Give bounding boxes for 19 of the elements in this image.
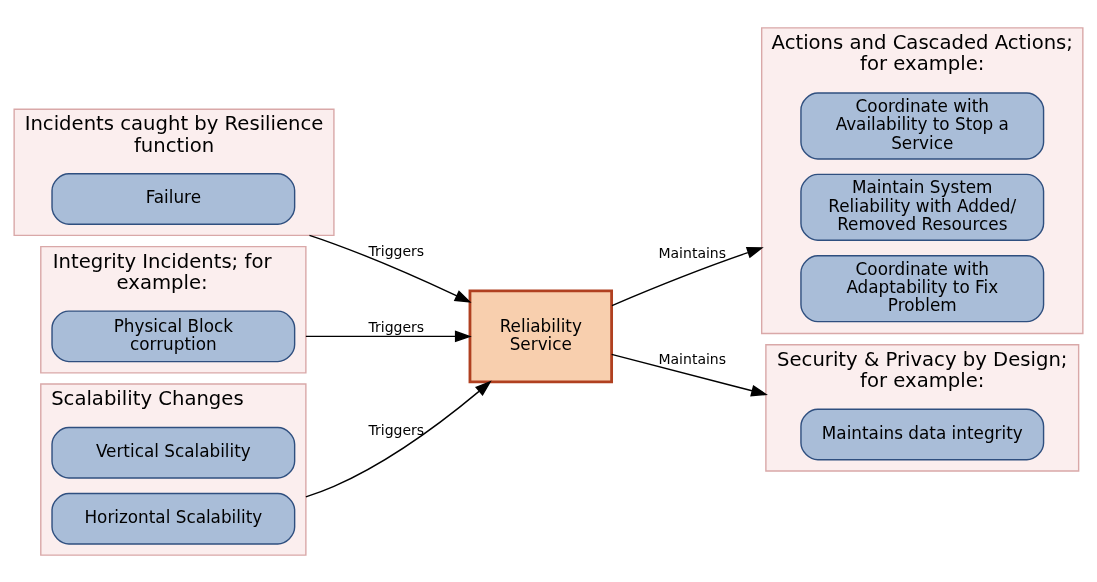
node-box: Coordinate with Availability to Stop a Service	[800, 91, 1045, 160]
node-box: Coordinate with Adaptability to Fix Problem	[800, 254, 1045, 322]
edge-label: Triggers	[368, 421, 425, 438]
edge-label: Triggers	[368, 242, 425, 259]
edge-label: Maintains	[658, 244, 727, 261]
node-box: Physical Block corruption	[51, 309, 296, 362]
node-box: Horizontal Scalability	[51, 492, 296, 545]
arrow	[305, 330, 472, 342]
node-box: Reliability Service	[468, 288, 613, 383]
node-box: Failure	[51, 172, 296, 225]
node-box: Maintains data integrity	[800, 408, 1045, 460]
arrow	[611, 246, 764, 306]
node-box: Vertical Scalability	[51, 426, 296, 479]
node-box: Maintain System Reliability with Added/ Removed Resources	[800, 173, 1045, 241]
arrow	[610, 353, 768, 396]
edge-label: Triggers	[368, 318, 425, 335]
edge-label: Maintains	[658, 350, 727, 367]
arrow	[308, 234, 472, 303]
arrow	[305, 380, 492, 498]
